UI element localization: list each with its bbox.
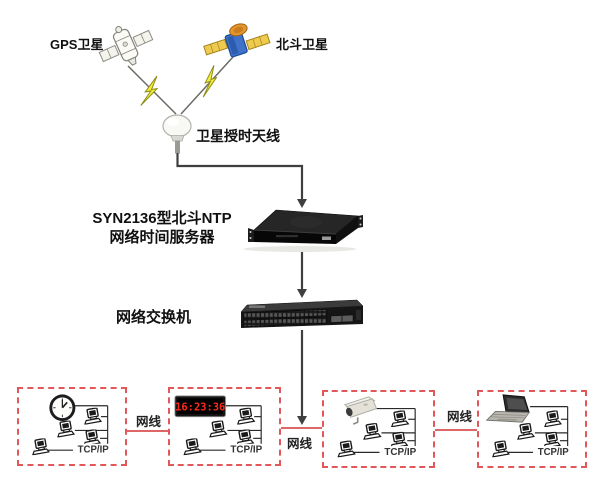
- arrowhead-down-icon: [297, 416, 307, 425]
- pc-icon: [516, 423, 535, 440]
- pc-icon: [83, 407, 102, 425]
- pc-icon: [182, 438, 202, 456]
- pc-icon: [236, 407, 256, 425]
- antenna-to-server-line: [176, 153, 304, 200]
- ntp-server-label-line1: SYN2136型北斗NTP: [92, 210, 232, 227]
- cable-label-2: 网线: [287, 437, 313, 451]
- beidou-satellite-icon: [203, 23, 271, 58]
- pc-icon: [390, 410, 410, 428]
- digital-clock-time: 16:23:36: [175, 402, 225, 414]
- laptop-icon: [485, 394, 530, 423]
- satellite-antenna-icon: [162, 114, 192, 154]
- pc-icon: [362, 423, 382, 440]
- ntp-server-label: SYN2136型北斗NTP 网络时间服务器: [88, 209, 236, 247]
- beidou-satellite-label: 北斗卫星: [276, 37, 329, 52]
- pc-icon: [543, 410, 562, 428]
- endpoint-group-clock: TCP/IP: [17, 387, 127, 466]
- cable-label-1: 网线: [136, 415, 162, 429]
- endpoint-group-camera: TCP/IP: [322, 390, 435, 468]
- endpoint-group-led-clock: 16:23:36 TCP/IP: [168, 387, 281, 466]
- digital-clock-icon: 16:23:36: [174, 395, 226, 418]
- pc-icon: [389, 431, 409, 449]
- tcp-ip-label: TCP/IP: [538, 447, 570, 458]
- pc-icon: [82, 429, 101, 447]
- arrowhead-down-icon: [297, 199, 307, 208]
- lightning-bolt-icon: [202, 65, 218, 98]
- camera-icon: [343, 396, 378, 425]
- gps-satellite-icon: [98, 26, 154, 66]
- pc-icon: [235, 429, 255, 447]
- tcp-ip-label: TCP/IP: [230, 445, 262, 456]
- pc-icon: [31, 438, 50, 456]
- beidou-beam-line: [180, 56, 234, 115]
- cable-label-3: 网线: [447, 410, 473, 424]
- arrowhead-down-icon: [297, 289, 307, 298]
- pc-icon: [56, 420, 75, 438]
- ntp-server-icon: [244, 209, 363, 252]
- endpoint-group-laptop: TCP/IP: [477, 390, 587, 468]
- pc-icon: [208, 420, 228, 438]
- network-switch-label: 网络交换机: [116, 309, 192, 326]
- network-switch-icon: [240, 299, 364, 328]
- ntp-server-label-line2: 网络时间服务器: [109, 229, 215, 246]
- pc-icon: [542, 431, 561, 449]
- pc-icon: [491, 440, 510, 458]
- pc-icon: [336, 440, 356, 458]
- tcp-ip-label: TCP/IP: [78, 445, 110, 456]
- analog-clock-icon: [49, 394, 76, 422]
- gps-satellite-label: GPS卫星: [50, 37, 104, 52]
- tcp-ip-label: TCP/IP: [384, 447, 416, 458]
- antenna-label: 卫星授时天线: [196, 128, 280, 144]
- lightning-bolt-icon: [140, 75, 159, 106]
